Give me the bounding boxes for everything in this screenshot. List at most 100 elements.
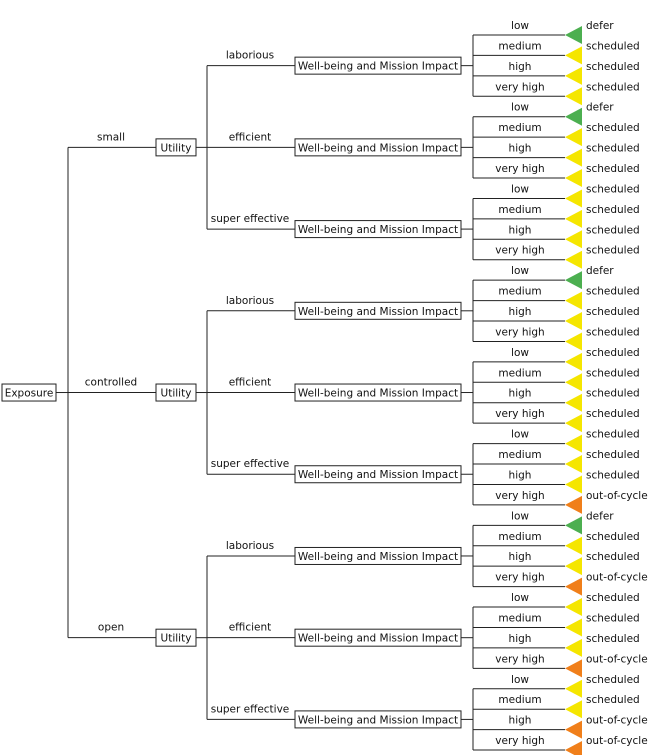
utility-level-label: super effective [211,458,290,470]
outcome-scheduled-icon [565,455,582,474]
outcome-label: scheduled [586,143,640,155]
root-node [1,383,57,402]
outcome-scheduled-icon [565,618,582,637]
outcome-scheduled-icon [565,148,582,167]
outcome-label: out-of-cycle [586,653,648,665]
impact-level-label: medium [498,694,541,706]
outcome-label: scheduled [586,347,640,359]
outcome-scheduled-icon [565,679,582,698]
impact-level-label: medium [498,449,541,461]
utility-node-label: Utility [161,142,192,154]
impact-node-label: Well-being and Mission Impact [298,224,458,236]
outcome-label: scheduled [586,306,640,318]
impact-level-label: high [509,388,532,400]
impact-level-label: high [509,143,532,155]
outcome-label: scheduled [586,408,640,420]
impact-level-label: very high [495,490,544,502]
impact-level-label: medium [498,612,541,624]
impact-level-label: medium [498,367,541,379]
impact-level-label: medium [498,286,541,298]
impact-node [294,56,462,75]
outcome-defer-icon [565,271,582,290]
outcome-label: scheduled [586,367,640,379]
impact-node [294,138,462,157]
impact-level-label: medium [498,204,541,216]
impact-level-label: very high [495,572,544,584]
impact-level-label: low [511,510,529,522]
outcome-scheduled-icon [565,291,582,310]
outcome-label: scheduled [586,694,640,706]
outcome-label: defer [586,102,614,114]
impact-node-label: Well-being and Mission Impact [298,469,458,481]
impact-level-label: very high [495,81,544,93]
impact-level-label: medium [498,40,541,52]
impact-level-label: low [511,592,529,604]
impact-level-label: high [509,224,532,236]
impact-level-label: high [509,61,532,73]
outcome-scheduled-icon [565,638,582,657]
impact-level-label: low [511,265,529,277]
impact-node [294,301,462,320]
impact-node-label: Well-being and Mission Impact [298,633,458,645]
root-node-label: Exposure [5,388,54,400]
impact-level-label: high [509,469,532,481]
exposure-level-label: small [97,131,125,143]
utility-level-label: efficient [229,377,272,389]
utility-level-label: efficient [229,131,272,143]
outcome-label: scheduled [586,612,640,624]
outcome-defer-icon [565,26,582,44]
outcome-label: scheduled [586,122,640,134]
outcome-scheduled-icon [565,536,582,555]
outcome-label: scheduled [586,183,640,195]
impact-level-label: low [511,20,529,32]
outcome-label: defer [586,265,614,277]
outcome-label: scheduled [586,326,640,338]
outcome-label: scheduled [586,245,640,257]
outcome-label: scheduled [586,531,640,543]
impact-level-label: very high [495,245,544,257]
outcome-label: scheduled [586,674,640,686]
outcome-scheduled-icon [565,475,582,494]
impact-node [294,710,462,729]
outcome-out-of-cycle-icon [565,720,582,739]
outcome-out-of-cycle-icon [565,495,582,514]
impact-level-label: very high [495,326,544,338]
outcome-scheduled-icon [565,230,582,249]
outcome-scheduled-icon [565,66,582,85]
outcome-scheduled-icon [565,87,582,106]
utility-level-label: super effective [211,703,290,715]
impact-level-label: medium [498,122,541,134]
outcome-label: defer [586,510,614,522]
impact-node [294,383,462,402]
outcome-label: scheduled [586,633,640,645]
outcome-scheduled-icon [565,598,582,617]
outcome-label: scheduled [586,163,640,175]
outcome-scheduled-icon [565,393,582,412]
impact-node-label: Well-being and Mission Impact [298,306,458,318]
utility-level-label: laborious [226,295,274,307]
impact-node-label: Well-being and Mission Impact [298,551,458,563]
outcome-label: defer [586,20,614,32]
impact-level-label: high [509,551,532,563]
outcome-scheduled-icon [565,414,582,433]
outcome-scheduled-icon [565,332,582,351]
impact-node [294,465,462,484]
outcome-defer-icon [565,107,582,126]
utility-level-label: laborious [226,50,274,62]
outcome-out-of-cycle-icon [565,659,582,678]
outcome-label: scheduled [586,388,640,400]
outcome-scheduled-icon [565,46,582,65]
outcome-scheduled-icon [565,434,582,453]
outcome-scheduled-icon [565,700,582,719]
impact-level-label: high [509,633,532,645]
utility-node [155,383,197,402]
outcome-scheduled-icon [565,209,582,228]
outcome-scheduled-icon [565,189,582,208]
utility-level-label: efficient [229,622,272,634]
outcome-scheduled-icon [565,373,582,392]
impact-level-label: very high [495,408,544,420]
outcome-scheduled-icon [565,169,582,188]
utility-node [155,628,197,647]
outcome-scheduled-icon [565,250,582,269]
